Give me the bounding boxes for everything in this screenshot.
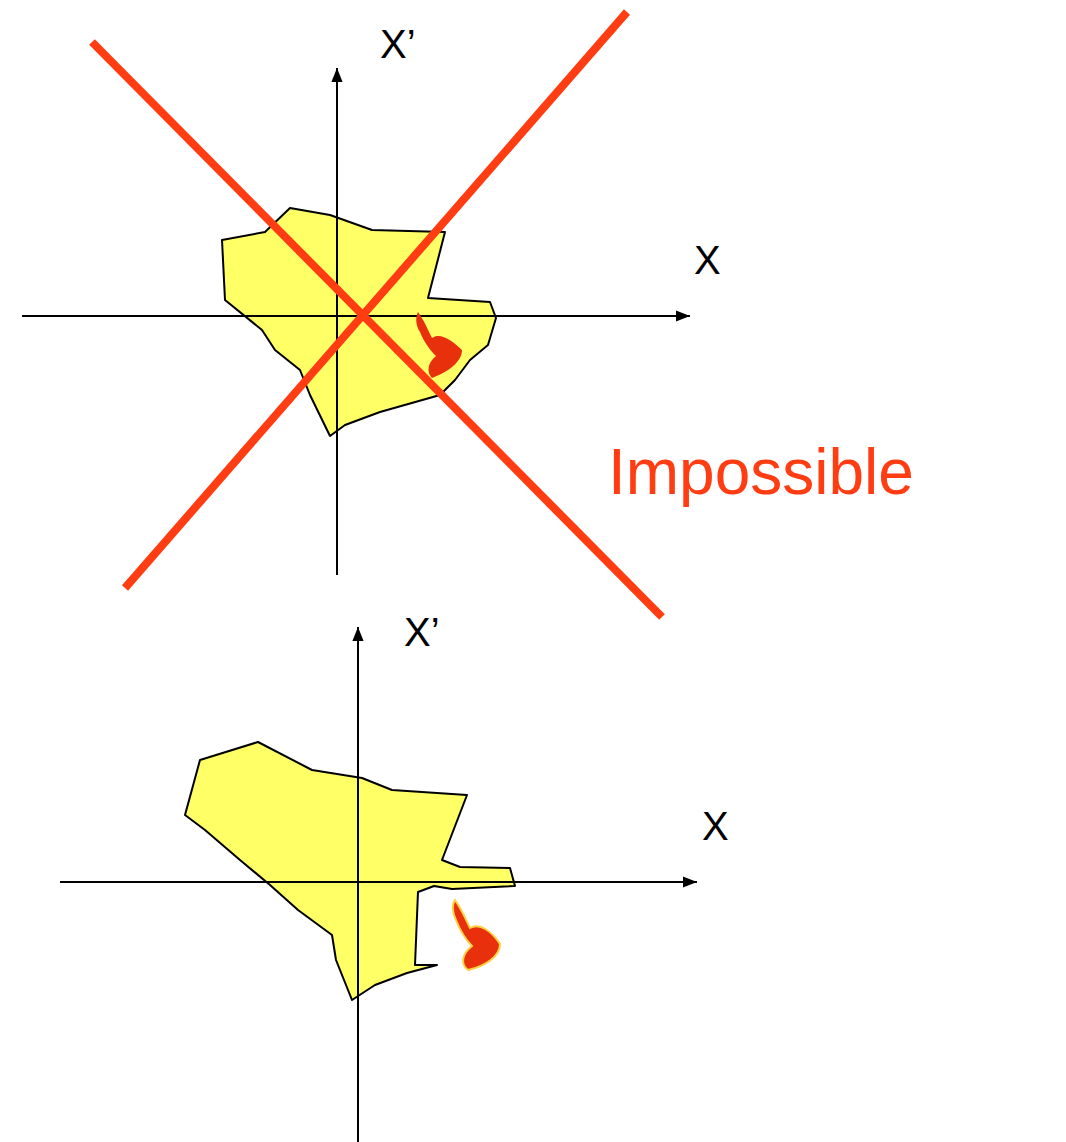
axis-label: X xyxy=(702,806,729,846)
xprime-axis xyxy=(336,68,338,575)
axis-label: X’ xyxy=(404,612,440,652)
flame-shape xyxy=(416,312,462,378)
axis-label: X xyxy=(694,240,721,280)
bottom-plot xyxy=(60,627,697,1142)
axis-label: X’ xyxy=(380,24,416,64)
phase-space-blob xyxy=(185,742,515,1000)
x-axis xyxy=(22,315,690,317)
top-plot xyxy=(22,12,690,617)
xprime-axis xyxy=(357,627,359,1142)
x-axis xyxy=(60,881,697,883)
warning-text: Impossible xyxy=(608,440,914,504)
flame-shape xyxy=(453,900,500,970)
cross-out-line xyxy=(125,12,627,588)
